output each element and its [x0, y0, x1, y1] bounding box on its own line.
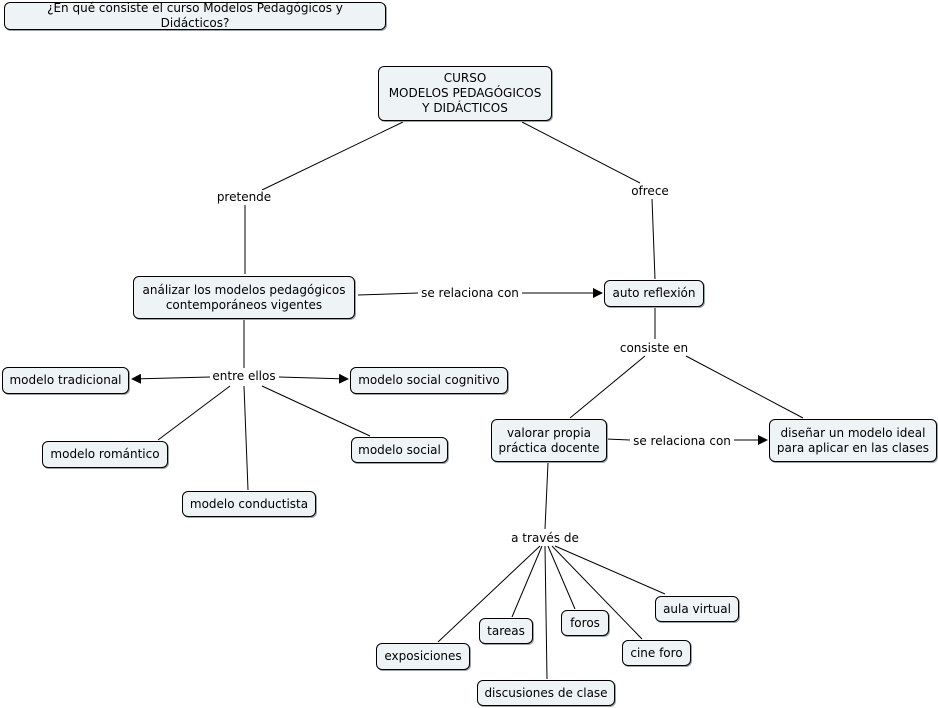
arrow-entreellos-tradicional — [131, 373, 211, 384]
line-atravesde-cineforo — [551, 545, 643, 640]
line-ofrece-autoreflexion — [651, 198, 656, 280]
link-se-relaciona-con-2: se relaciona con — [631, 434, 733, 448]
line-atravesde-discusiones — [544, 545, 548, 680]
concept-exposiciones: exposiciones — [376, 643, 470, 670]
concept-modelo-romantico: modelo romántico — [42, 441, 168, 468]
concept-aula-virtual: aula virtual — [655, 596, 739, 622]
arrow-entreellos-socialcognitivo — [278, 373, 349, 384]
line-entreellos-social — [261, 385, 371, 437]
concept-modelo-tradicional: modelo tradicional — [2, 367, 129, 394]
link-ofrece: ofrece — [629, 184, 671, 198]
line-analizar-serelaciona — [357, 292, 419, 296]
line-atravesde-foros — [547, 545, 576, 610]
map-title-question: ¿En qué consiste el curso Modelos Pedagó… — [4, 1, 386, 30]
line-valorar-atravesde — [544, 462, 549, 530]
link-a-traves-de: a través de — [509, 531, 581, 545]
concept-auto-reflexion: auto reflexión — [604, 280, 704, 307]
concept-cine-foro: cine foro — [622, 640, 691, 666]
line-root-ofrece — [521, 121, 641, 184]
link-consiste-en: consiste en — [617, 341, 691, 355]
line-atravesde-aulavirtual — [554, 545, 666, 595]
line-entreellos-conductista — [243, 385, 249, 491]
line-consisteen-valorar — [569, 355, 646, 419]
line-root-pretende — [261, 121, 404, 191]
line-consisteen-disenar — [685, 355, 804, 419]
line-atravesde-tareas — [511, 545, 543, 618]
concept-tareas: tareas — [479, 618, 533, 644]
concept-analizar-modelos: análizar los modelos pedagógicos contemp… — [133, 276, 355, 319]
concept-modelo-conductista: modelo conductista — [182, 491, 316, 517]
line-entreellos-romantico — [157, 385, 231, 441]
concept-discusiones-clase: discusiones de clase — [477, 680, 615, 706]
concept-disenar-modelo: diseñar un modelo ideal para aplicar en … — [769, 419, 937, 462]
link-entre-ellos: entre ellos — [210, 369, 278, 383]
concept-modelo-social-cognitivo: modelo social cognitivo — [350, 367, 508, 394]
link-pretende: pretende — [214, 190, 274, 204]
concept-modelo-social: modelo social — [351, 437, 448, 463]
line-atravesde-exposiciones — [437, 545, 541, 643]
concept-root-course: CURSO MODELOS PEDAGÓGICOS Y DIDÁCTICOS — [378, 66, 552, 121]
concept-valorar-practica: valorar propia práctica docente — [491, 419, 607, 462]
concept-foros: foros — [561, 610, 609, 636]
link-se-relaciona-con-1: se relaciona con — [419, 286, 521, 300]
line-valorar-serelaciona — [605, 438, 631, 441]
